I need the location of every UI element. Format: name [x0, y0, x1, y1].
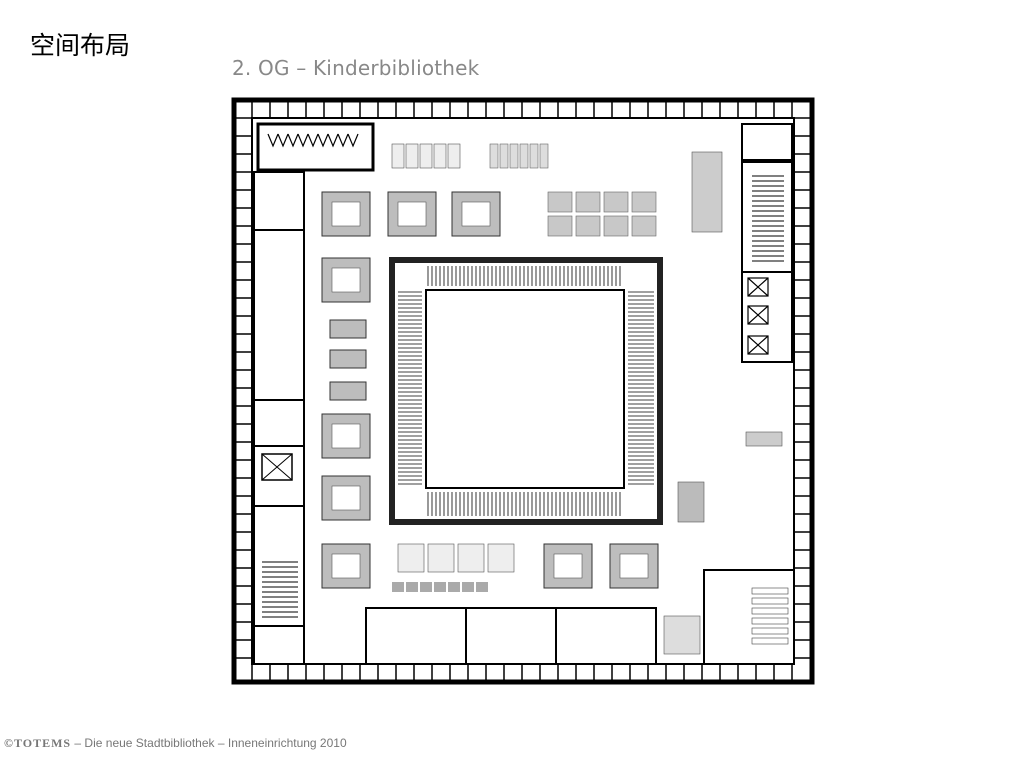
elevators-right	[747, 277, 769, 355]
atrium-frame	[389, 257, 663, 525]
slide-title: 空间布局	[30, 31, 131, 60]
facade-mullions	[234, 100, 812, 682]
furniture	[321, 143, 789, 655]
outer-wall	[231, 97, 815, 685]
elevator-left	[261, 453, 293, 481]
atrium-stairs	[398, 266, 654, 516]
atrium-void	[425, 289, 625, 489]
stair-right	[752, 175, 784, 262]
stair-treads	[267, 133, 359, 148]
bottom-rooms	[365, 569, 795, 665]
footer-credit: ©TOTEMS – Die neue Stadtbibliothek – Inn…	[4, 736, 347, 751]
right-core	[741, 123, 793, 363]
footer-brand: ©TOTEMS	[4, 736, 72, 750]
footer-text: – Die neue Stadtbibliothek – Inneneinric…	[71, 736, 347, 750]
stair-left	[262, 561, 298, 618]
stair-block-top-left	[256, 122, 375, 172]
floor-plan-drawing	[231, 97, 815, 685]
floor-plan-caption: 2. OG – Kinderbibliothek	[232, 56, 480, 80]
left-rooms	[253, 171, 305, 665]
